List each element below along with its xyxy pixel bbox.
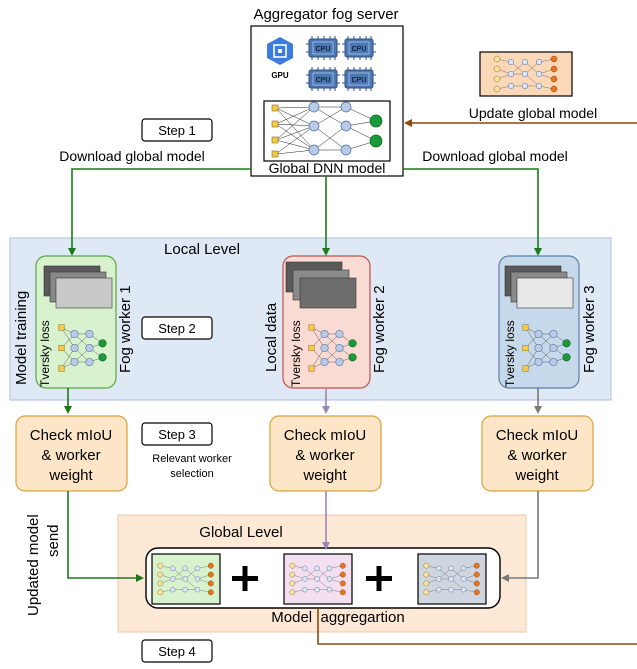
svg-text:CPU: CPU: [352, 77, 367, 84]
svg-text:weight: weight: [302, 467, 347, 484]
global-level-title: Global Level: [199, 524, 282, 541]
svg-text:CPU: CPU: [316, 77, 331, 84]
svg-text:& worker: & worker: [507, 447, 566, 464]
worker1-loss: Tversky loss: [38, 320, 52, 387]
step1-box: [141, 118, 213, 142]
check-miou-box-1: Check mIoU & worker weight: [15, 415, 128, 492]
cpu-icon: CPU: [306, 67, 340, 91]
worker2-loss: Tversky loss: [289, 320, 303, 387]
aggregated-model-2: [283, 553, 353, 605]
svg-text:weight: weight: [514, 467, 559, 484]
check3-to-global-arrow: [501, 491, 539, 582]
cpu-icon: CPU: [342, 67, 376, 91]
download-right-label: Download global model: [422, 148, 568, 164]
update-global-model-icon: [479, 51, 573, 97]
local-data-label: Local data: [263, 302, 280, 372]
relevant-selection-line2: selection: [170, 468, 213, 480]
aggregation-return-line: [317, 608, 637, 645]
plus-icon: [232, 566, 258, 591]
step4-box: [141, 639, 213, 663]
fog-worker-3: [498, 255, 580, 389]
local-data-image: [299, 277, 357, 309]
download-left-label: Download global model: [59, 148, 205, 164]
svg-text:Check mIoU: Check mIoU: [30, 427, 113, 444]
fog-worker-2: [282, 255, 371, 389]
gpu-label: GPU: [271, 71, 289, 80]
check1-to-global-arrow: [67, 491, 144, 582]
local-level-title: Local Level: [164, 241, 240, 258]
svg-text:& worker: & worker: [295, 447, 354, 464]
update-global-label: Update global model: [469, 105, 597, 121]
updated-model-label-line1: Updated model: [25, 514, 42, 616]
server-title: Aggregator fog server: [253, 6, 398, 23]
step3-box: [141, 422, 213, 446]
cpu-icon: CPU: [306, 36, 340, 60]
plus-icon: [366, 566, 392, 591]
download-arrow-right: [403, 168, 542, 256]
cpu-icon: CPU: [342, 36, 376, 60]
fog-worker-1: [35, 255, 117, 389]
global-dnn-caption: Global DNN model: [269, 160, 386, 176]
svg-text:& worker: & worker: [41, 447, 100, 464]
svg-text:Check mIoU: Check mIoU: [496, 427, 579, 444]
relevant-selection-line1: Relevant worker: [152, 453, 232, 465]
svg-text:CPU: CPU: [316, 46, 331, 53]
svg-text:Check mIoU: Check mIoU: [284, 427, 367, 444]
global-dnn-network-icon: [263, 100, 391, 162]
step1-label: Step 1: [158, 123, 196, 138]
gpu-icon: [267, 37, 293, 65]
aggregated-model-3: [417, 553, 487, 605]
step4-label: Step 4: [158, 644, 196, 659]
aggregated-model-1: [151, 553, 221, 605]
worker3-name: Fog worker 3: [581, 285, 598, 373]
step2-box: [141, 316, 213, 340]
model-aggregation-label: Model aggregartion: [271, 609, 404, 626]
worker2-name: Fog worker 2: [371, 285, 388, 373]
check-miou-box-3: Check mIoU & worker weight: [481, 415, 594, 492]
step2-label: Step 2: [158, 321, 196, 336]
model-training-label: Model training: [13, 291, 30, 385]
worker1-name: Fog worker 1: [117, 285, 134, 373]
local-data-image: [516, 277, 574, 309]
check-miou-box-2: Check mIoU & worker weight: [269, 415, 382, 492]
svg-text:weight: weight: [48, 467, 93, 484]
step3-label: Step 3: [158, 427, 196, 442]
local-data-image: [55, 277, 113, 309]
worker3-loss: Tversky loss: [503, 320, 517, 387]
download-arrow-left: [68, 168, 251, 256]
updated-model-label-line2: send: [45, 524, 62, 557]
svg-text:CPU: CPU: [352, 46, 367, 53]
